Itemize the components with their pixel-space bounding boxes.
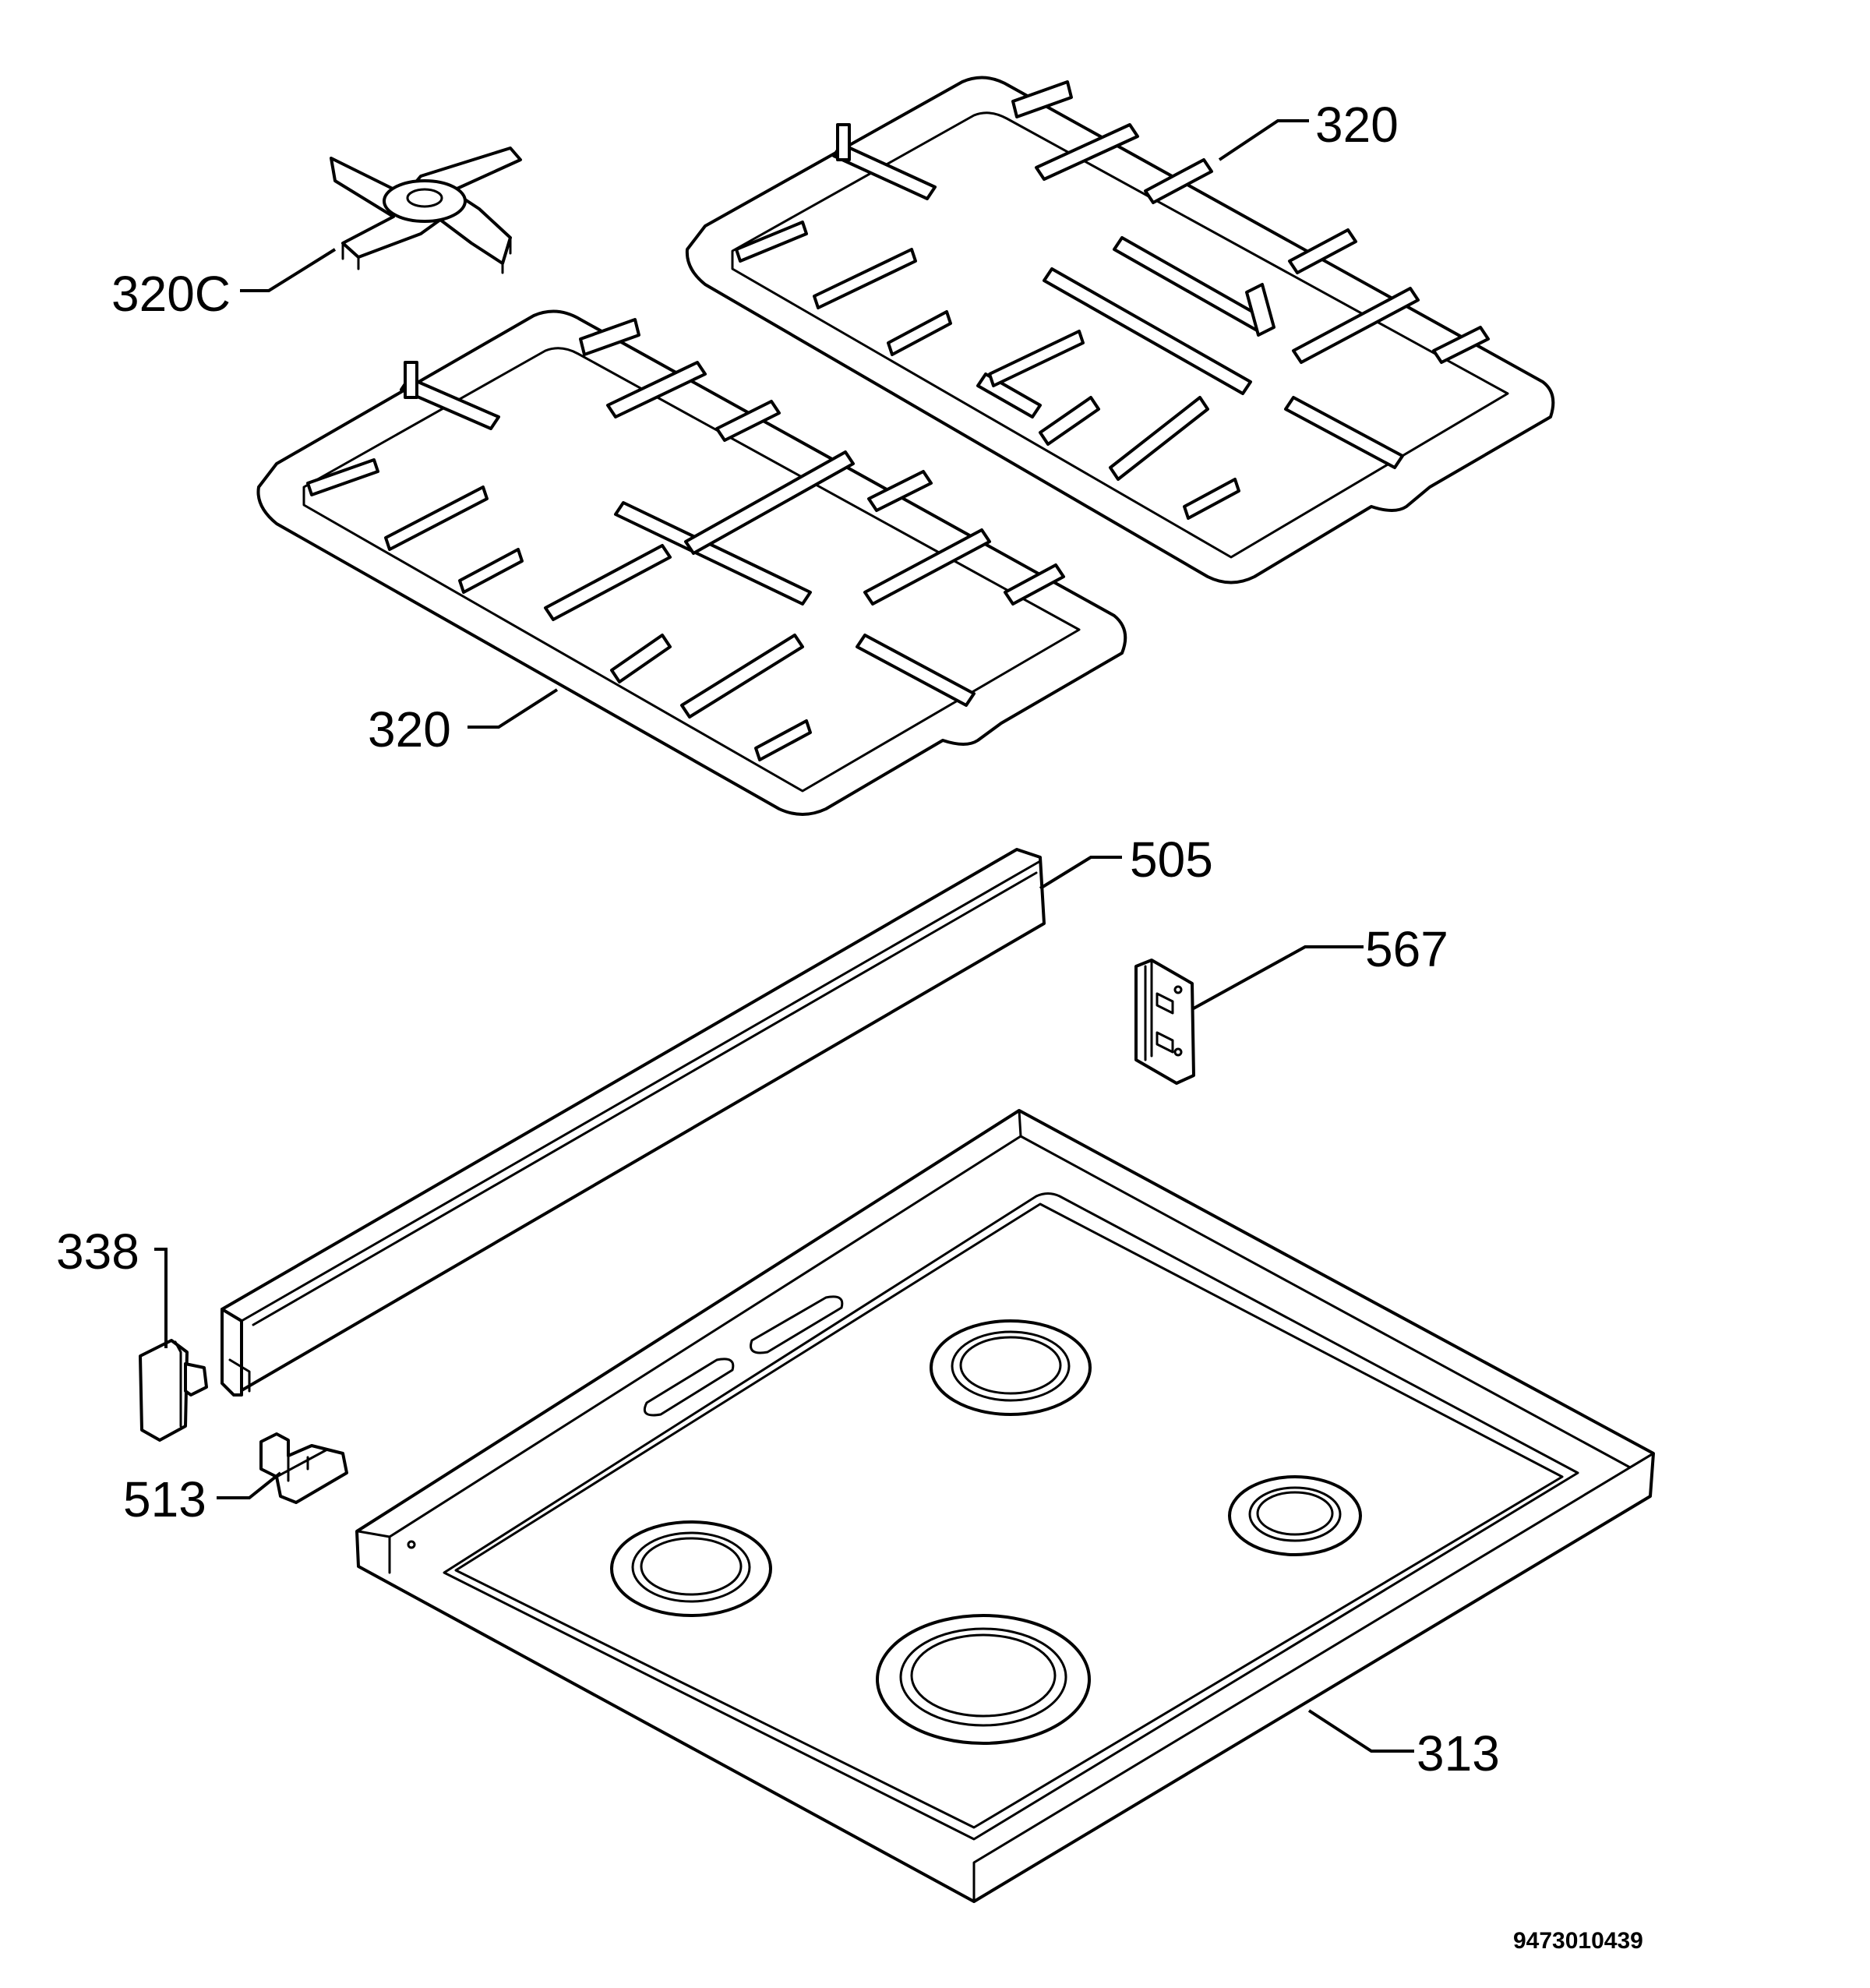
burner-rear-left bbox=[930, 1319, 1092, 1416]
callout-end-cap: 338 bbox=[56, 1224, 139, 1280]
trim-bar-505 bbox=[221, 848, 1046, 1397]
grid-right-bars bbox=[735, 80, 1490, 520]
clip-513 bbox=[259, 1432, 348, 1504]
document-number: 9473010439 bbox=[1513, 1928, 1643, 1954]
burner-rear-right bbox=[1228, 1475, 1362, 1556]
leader-lines bbox=[154, 119, 1414, 1753]
hob-top-313 bbox=[355, 1109, 1655, 1903]
grid-left-bars bbox=[306, 318, 1065, 761]
pan-support-grid-left bbox=[256, 309, 1127, 816]
callout-hob-top: 313 bbox=[1417, 1725, 1500, 1781]
end-cap-338 bbox=[139, 1339, 208, 1442]
bracket-567 bbox=[1134, 959, 1195, 1085]
callout-labels: 320C 320 320 505 567 338 513 313 9473010… bbox=[56, 97, 1643, 1954]
callout-bracket: 567 bbox=[1365, 921, 1448, 977]
burner-front-right bbox=[876, 1614, 1091, 1745]
trivet-320c bbox=[330, 147, 522, 274]
callout-trivet: 320C bbox=[111, 266, 231, 322]
burner-front-left bbox=[610, 1520, 772, 1617]
callout-clip: 513 bbox=[123, 1471, 206, 1527]
callout-grid-left: 320 bbox=[368, 701, 451, 757]
pan-support-grid-right bbox=[685, 76, 1555, 584]
callout-trim-bar: 505 bbox=[1130, 832, 1213, 888]
callout-grid-right: 320 bbox=[1315, 97, 1399, 153]
